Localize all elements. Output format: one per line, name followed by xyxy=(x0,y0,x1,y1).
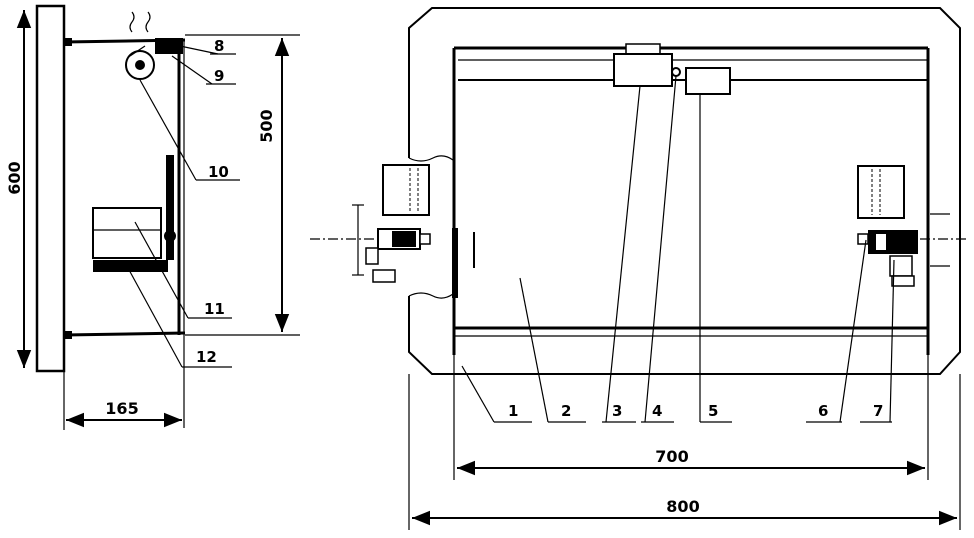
dim-800: 800 xyxy=(666,497,699,516)
callout-3: 3 xyxy=(612,402,622,420)
slot-plate xyxy=(166,155,174,260)
left-motor xyxy=(382,164,430,216)
pulley xyxy=(125,50,155,80)
outer-frame xyxy=(408,7,961,375)
callout-2: 2 xyxy=(561,402,571,420)
callout-10: 10 xyxy=(208,163,229,181)
header-block xyxy=(155,38,183,54)
motor-base xyxy=(93,260,168,272)
callout-9: 9 xyxy=(214,67,224,85)
callout-8: 8 xyxy=(214,37,224,55)
side-wall xyxy=(35,4,66,373)
side-view: 600 500 165 8 9 10 11 12 xyxy=(5,4,300,430)
callout-7: 7 xyxy=(873,402,883,420)
callout-5: 5 xyxy=(708,402,718,420)
dim-600: 600 xyxy=(5,161,24,194)
dim-700: 700 xyxy=(655,447,688,466)
callout-12: 12 xyxy=(196,348,217,366)
front-view: 1 2 3 4 5 6 7 700 800 xyxy=(310,7,968,530)
carriage-3 xyxy=(613,53,673,87)
right-gear xyxy=(868,230,918,254)
callout-6: 6 xyxy=(818,402,828,420)
right-motor xyxy=(857,165,905,219)
bottom-rail xyxy=(63,331,186,337)
callout-11: 11 xyxy=(204,300,225,318)
dim-165: 165 xyxy=(105,399,138,418)
callout-1: 1 xyxy=(508,402,518,420)
dim-500: 500 xyxy=(257,109,276,142)
block-5 xyxy=(685,67,731,95)
callout-4: 4 xyxy=(652,402,662,420)
